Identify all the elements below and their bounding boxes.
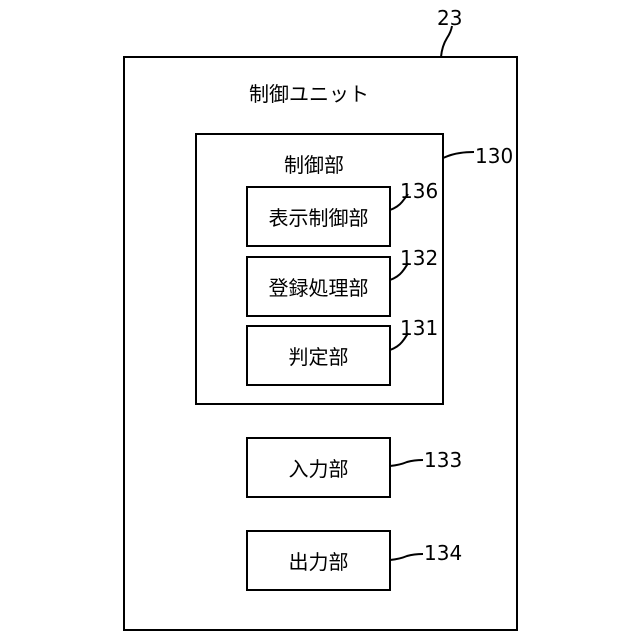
registration-processing-label: 登録処理部 bbox=[248, 258, 389, 315]
display-control-box: 表示制御部 bbox=[246, 186, 391, 247]
output-box: 出力部 bbox=[246, 530, 391, 591]
leader-line-outer bbox=[441, 26, 452, 57]
control-unit-title: 制御ユニット bbox=[249, 84, 369, 104]
input-box: 入力部 bbox=[246, 437, 391, 498]
input-ref: 133 bbox=[424, 450, 462, 470]
control-section-title: 制御部 bbox=[284, 155, 344, 175]
input-label: 入力部 bbox=[248, 439, 389, 496]
determination-box: 判定部 bbox=[246, 325, 391, 386]
output-label: 出力部 bbox=[248, 532, 389, 589]
determination-label: 判定部 bbox=[248, 327, 389, 384]
output-ref: 134 bbox=[424, 543, 462, 563]
control-unit-ref: 23 bbox=[437, 8, 462, 28]
display-control-label: 表示制御部 bbox=[248, 188, 389, 245]
determination-ref: 131 bbox=[400, 318, 438, 338]
control-section-ref: 130 bbox=[475, 146, 513, 166]
registration-processing-ref: 132 bbox=[400, 248, 438, 268]
display-control-ref: 136 bbox=[400, 181, 438, 201]
registration-processing-box: 登録処理部 bbox=[246, 256, 391, 317]
